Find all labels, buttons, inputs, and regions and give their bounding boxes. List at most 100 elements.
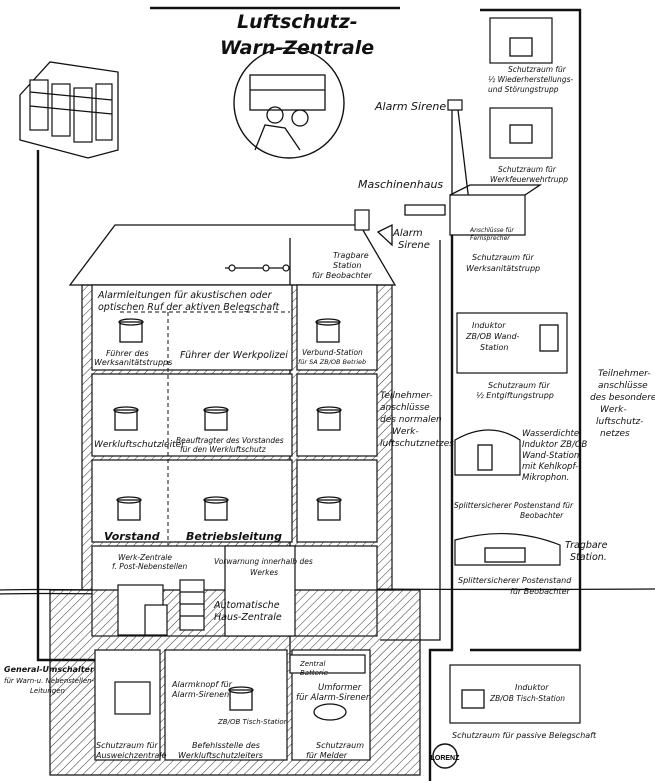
- label-splitter2-1: Splittersicherer Postenstand: [458, 576, 572, 585]
- label-ausweich-1: Schutzraum für: [96, 741, 158, 750]
- label-werksanitaet-2: Werksanitätstrupp: [466, 264, 540, 273]
- label-normalen-5: luftschutznetzes: [380, 439, 454, 449]
- label-normalen-3: des normalen: [380, 415, 442, 425]
- phone-icon-werksanitaet: [118, 318, 144, 343]
- title-line2: Warn-Zentrale: [220, 37, 374, 59]
- label-tisch-station: ZB/OB Tisch-Station: [217, 718, 288, 726]
- phone-icon-werkfeuerwehr: [509, 124, 533, 144]
- floor-2: [91, 373, 293, 457]
- label-werk-zentrale-1: Werk-Zentrale: [118, 553, 172, 562]
- vertical-line-far: [428, 225, 454, 781]
- label-automatische-1: Automatische: [213, 600, 280, 611]
- label-maschinenhaus: Maschinenhaus: [358, 178, 443, 191]
- label-werksanitaet-1: Schutzraum für: [472, 253, 534, 262]
- label-alarm-roof-1: Alarm: [392, 228, 423, 239]
- box-induktor-wand: [456, 312, 568, 374]
- phone-icon-floor3-right: [316, 496, 342, 521]
- label-bldg-tragbare-3: für Beobachter: [312, 271, 373, 280]
- floor-3: [91, 459, 293, 543]
- label-bldg-tragbare-2: Station: [333, 261, 361, 270]
- label-befehlsstelle-2: Werkluftschutzleiters: [178, 751, 263, 760]
- alarm-line-dashed: [120, 311, 290, 545]
- label-splitter2-2: für Beobachter: [510, 587, 571, 596]
- label-beauftragter-2: für den Werkluftschutz: [180, 445, 267, 454]
- lorenz-logo: LORENZ: [431, 743, 461, 769]
- umformer-motor: [313, 703, 347, 721]
- label-zentral-2: Batterie: [300, 669, 328, 677]
- label-automatische-2: Haus-Zentrale: [214, 612, 282, 623]
- label-wasserdicht-2: Induktor ZB/OB: [522, 440, 588, 450]
- label-normalen-1: Teilnehmer-: [380, 391, 433, 401]
- room-befehlsstelle: [164, 649, 288, 761]
- label-verbund-2: für SA ZB/OB Betrieb: [298, 358, 366, 366]
- floor-2-right: [296, 373, 378, 457]
- label-umformer-2: für Alarm-Sirenen: [296, 693, 371, 703]
- label-besonderen-2: anschlüsse: [598, 381, 648, 391]
- label-vorwarnung-1: Vorwarnung innerhalb des: [214, 557, 313, 566]
- box-wasserdicht: [454, 429, 521, 476]
- phone-icon-tragbare: [484, 547, 526, 563]
- label-alarmknopf-2: Alarm-Sirenen: [171, 690, 229, 699]
- phone-icon-wasserdicht: [477, 444, 493, 471]
- label-werk-zentrale-2: f. Post-Nebenstellen: [112, 562, 188, 571]
- label-fuehrer-werksanitaet-2: Werksanitätstrupps: [94, 358, 172, 367]
- battery-bank: [289, 654, 366, 674]
- phone-icon-beauftragter: [203, 406, 229, 431]
- werk-zentrale-switchboard: [117, 584, 168, 636]
- ausweich-switchboard: [114, 681, 151, 715]
- floor-1: [91, 284, 293, 371]
- label-alarmleitungen-1: Alarmleitungen für akustischen oder: [97, 290, 273, 301]
- room-hauszentrale: [224, 545, 296, 637]
- label-splitter1-2: Beobachter: [520, 511, 564, 520]
- label-induktor-wand-3: Station: [480, 343, 508, 352]
- label-splitter1-1: Splittersicherer Postenstand für: [454, 501, 574, 510]
- label-wasserdicht-3: Wand-Station: [522, 451, 579, 461]
- label-besonderen-1: Teilnehmer-: [598, 369, 651, 379]
- label-anschluss-2: Fernsprecher: [470, 235, 510, 242]
- label-anschluss-1: Anschlüsse für: [469, 227, 514, 234]
- right-outer-line: [470, 8, 582, 652]
- label-tragbare-2: Station.: [570, 552, 607, 563]
- label-ausweich-2: Ausweichzentrale: [95, 751, 167, 760]
- floor-3-right: [296, 459, 378, 543]
- label-alarmleitungen-2: optischen Ruf der aktiven Belegschaft: [98, 302, 281, 313]
- label-induktor-wand-2: ZB/OB Wand-: [465, 332, 520, 341]
- phone-icon-induktor-wand: [539, 324, 559, 352]
- label-general-1: General-Umschalter: [4, 665, 95, 674]
- label-besonderen-6: netzes: [600, 429, 630, 439]
- label-wasserdicht-4: mit Kehlkopf-: [522, 462, 578, 472]
- label-besonderen-5: luftschutz-: [596, 417, 643, 427]
- label-beauftragter-1: Beauftragter des Vorstandes: [176, 436, 284, 445]
- label-zentral-1: Zentral: [299, 660, 325, 668]
- label-vorstand: Vorstand: [104, 530, 160, 543]
- box-werkfeuerwehr: [489, 107, 553, 159]
- label-fuehrer-werkpolizei: Führer der Werkpolizei: [180, 350, 288, 361]
- label-besonderen-3: des besonderen: [590, 393, 655, 403]
- label-general-3: Leitungen: [30, 687, 65, 695]
- switchboard-sketch: [19, 61, 119, 159]
- label-induktor-tisch-2: ZB/OB Tisch-Station: [489, 694, 565, 703]
- label-melder-2: für Melder: [306, 751, 348, 760]
- label-vorwarnung-2: Werkes: [250, 568, 278, 577]
- phone-icon-betriebsleitung: [203, 496, 229, 521]
- label-general-2: für Warn-u. Nebenstellen-: [4, 677, 95, 685]
- label-passive: Schutzraum für passive Belegschaft: [452, 731, 597, 740]
- label-wiederherstellung-2: ½ Wiederherstellungs-: [488, 75, 573, 84]
- label-besonderen-4: Werk-: [600, 405, 627, 415]
- control-room-vignette: [233, 47, 345, 159]
- label-normalen-4: Werk-: [392, 427, 419, 437]
- box-tisch-station: [449, 664, 581, 724]
- title-line1: Luftschutz-: [237, 11, 358, 33]
- machine-house: [376, 99, 543, 247]
- label-entgiftung-2: ½ Entgiftungstrupp: [476, 391, 554, 400]
- label-fuehrer-werksanitaet-1: Führer des: [106, 349, 149, 358]
- label-entgiftung-1: Schutzraum für: [488, 381, 550, 390]
- label-verbund-1: Verbund-Station: [302, 348, 363, 357]
- label-alarm-sirene-top: Alarm Sirene: [374, 100, 446, 113]
- label-betriebsleitung: Betriebsleitung: [186, 530, 282, 543]
- box-tragbare: [454, 532, 561, 566]
- phone-icon-tisch: [228, 686, 254, 711]
- floor-1-right: [296, 284, 378, 371]
- automatische-zentrale: [179, 579, 205, 631]
- svg-text:LORENZ: LORENZ: [431, 755, 461, 762]
